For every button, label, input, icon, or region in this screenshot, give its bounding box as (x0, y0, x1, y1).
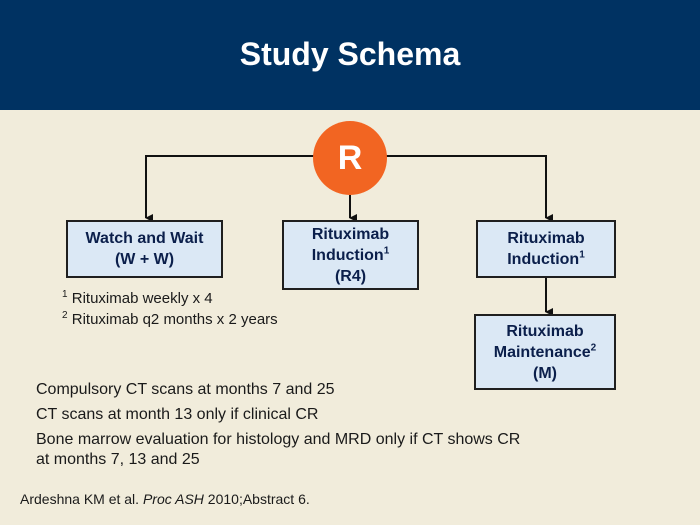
arm-rituximab-r4: Rituximab Induction1 (R4) (282, 220, 419, 290)
arm-label-line1: Rituximab (507, 230, 585, 247)
arm-label-line1: Watch and Wait (85, 230, 204, 247)
footnote-1: 1 Rituximab weekly x 4 (62, 289, 213, 307)
arm-label-line2: Induction1 (507, 249, 585, 268)
arm-rituximab-induction: Rituximab Induction1 (476, 220, 616, 278)
note-line: CT scans at month 13 only if clinical CR (36, 406, 319, 423)
arm-label-line1: Rituximab (311, 225, 390, 243)
arm-label-line2: Induction1 (311, 245, 390, 264)
arm-label-line2: Maintenance2 (493, 342, 597, 361)
footnote-2: 2 Rituximab q2 months x 2 years (62, 310, 278, 328)
arm-label-line3: (M) (533, 364, 557, 382)
arm-watch-and-wait: Watch and Wait (W + W) (66, 220, 223, 278)
header-bar (0, 0, 700, 110)
arm-rituximab-maintenance: Rituximab Maintenance2 (M) (474, 314, 616, 390)
note-line: Compulsory CT scans at months 7 and 25 (36, 381, 335, 398)
page-title: Study Schema (239, 36, 461, 72)
arm-label-line1: Rituximab (506, 322, 584, 340)
arm-label-line2: (W + W) (114, 251, 175, 268)
note-line: Bone marrow evaluation for histology and… (36, 431, 521, 448)
note-line: at months 7, 13 and 25 (36, 451, 200, 468)
arm-label-line3: (R4) (334, 267, 367, 285)
randomization-circle: R (313, 121, 387, 195)
reference-citation: Ardeshna KM et al. Proc ASH 2010;Abstrac… (20, 491, 310, 507)
